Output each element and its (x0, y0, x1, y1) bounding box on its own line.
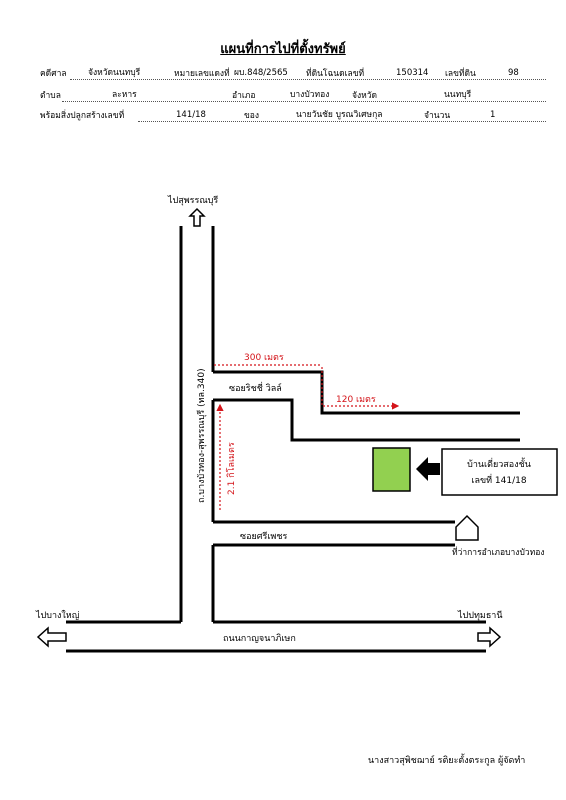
court-value: จังหวัดนนทบุรี (88, 68, 141, 78)
black-case-value: ผบ.848/2565 (234, 68, 288, 78)
header-row-2-line (62, 100, 546, 102)
label-to-suphanburi: ไปสุพรรณบุรี (167, 195, 218, 206)
target-house-marker (372, 447, 411, 492)
owner-label: ของ (244, 111, 260, 121)
label-dist-21: 2.1 กิโลเมตร (226, 442, 237, 495)
count-value: 1 (490, 110, 496, 120)
label-main-road: ถนนกาญจนาภิเษก (223, 633, 296, 644)
label-house-line-2: เลขที่ 141/18 (471, 473, 526, 486)
right-arrow-icon (477, 626, 502, 648)
black-case-label: หมายเลขแดงที่ (174, 69, 230, 79)
district-value: บางบัวทอง (290, 90, 330, 100)
land-no-value: 98 (508, 68, 519, 78)
building-value: 141/18 (176, 110, 206, 120)
subdistrict-value: ละหาร (112, 90, 137, 100)
label-soi-ritchie: ซอยริชชี่ วิลล์ (229, 381, 282, 394)
house-label-box (441, 448, 558, 496)
province-label: จังหวัด (352, 91, 378, 101)
deed-label: ที่ดินโฉนดเลขที่ (306, 69, 365, 79)
count-label: จำนวน (424, 111, 451, 121)
district-office-icon (455, 514, 479, 541)
district-label: อำเภอ (232, 91, 256, 101)
label-house-line-1: บ้านเดี่ยวสองชั้น (467, 457, 531, 470)
signer: นางสาวสุพิชฌาย์ รติยะตั้งตระกูล ผู้จัดทำ (368, 756, 526, 766)
header-row-1-line (70, 78, 546, 80)
label-dist-300: 300 เมตร (244, 353, 284, 363)
court-label: คดีศาล (40, 69, 67, 79)
label-district-office: ที่ว่าการอำเภอบางบัวทอง (452, 546, 544, 558)
left-arrow-icon (36, 626, 67, 648)
page-title: แผนที่การไปที่ตั้งทรัพย์ (220, 42, 346, 57)
subdistrict-label: ตำบล (40, 91, 61, 101)
land-no-label: เลขที่ดิน (445, 69, 476, 79)
pointer-arrow-icon (416, 457, 440, 481)
label-vertical-road: ถ.บางบัวทอง-สุพรรณบุรี (ทล.340) (196, 368, 207, 503)
soi-ritchie-lower-edge (213, 398, 520, 442)
header-row-3-line (138, 120, 546, 122)
province-value: นนทบุรี (444, 90, 472, 100)
up-arrow-icon (188, 207, 206, 227)
label-soi-sriphet: ซอยศรีเพชร (240, 531, 287, 542)
deed-value: 150314 (396, 68, 429, 78)
dist-120-line (321, 367, 400, 410)
label-dist-120: 120 เมตร (336, 395, 376, 405)
owner-value: นายวันชัย บูรณวิเศษกุล (296, 110, 383, 120)
building-label: พร้อมสิ่งปลูกสร้างเลขที่ (40, 111, 125, 121)
label-to-bang-yai: ไปบางใหญ่ (35, 610, 80, 621)
label-to-pathum-thani: ไปปทุมธานี (457, 610, 503, 621)
